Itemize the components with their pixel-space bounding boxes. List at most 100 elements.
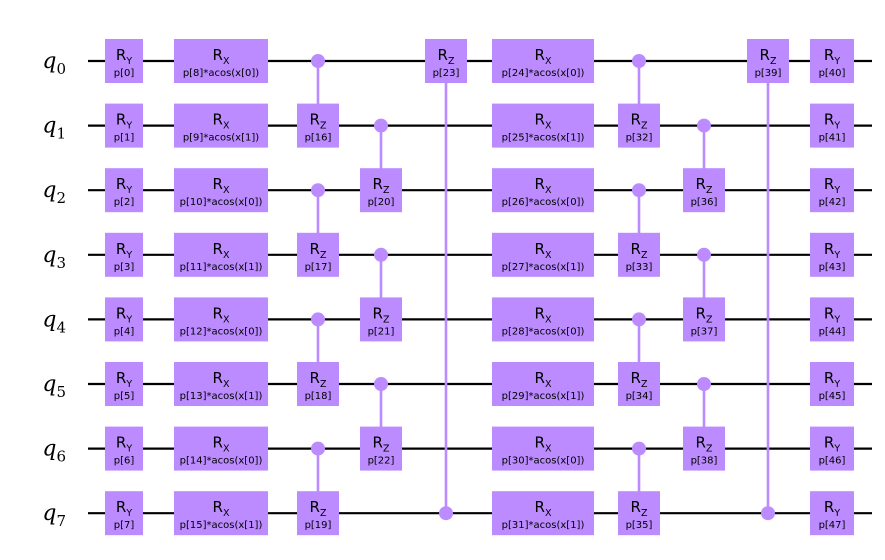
gate-box	[810, 168, 854, 213]
rx-gate-p-14-acos-x-0: RXp[14]*acos(x[0])	[174, 426, 268, 471]
gate-label: RX	[535, 46, 552, 67]
gate-subscript: X	[545, 379, 552, 390]
gate-subscript: X	[545, 121, 552, 132]
gate-subscript: X	[223, 379, 230, 390]
rx-gate-p-29-acos-x-1: RXp[29]*acos(x[1])	[492, 362, 594, 406]
ry-gate-p-6: RYp[6]	[105, 426, 143, 471]
gate-name: R	[760, 46, 770, 64]
rx-gate-p-11-acos-x-1: RXp[11]*acos(x[1])	[174, 232, 268, 277]
control-dot	[374, 377, 388, 391]
gate-name: R	[696, 434, 706, 452]
gate-subscript: Y	[125, 185, 132, 196]
gate-subscript: X	[545, 444, 552, 455]
rz-gate-p-21: RZp[21]	[360, 247, 402, 342]
control-dot	[697, 377, 711, 391]
rx-gate-p-9-acos-x-1: RXp[9]*acos(x[1])	[174, 103, 268, 148]
gate-label: RX	[213, 111, 230, 132]
gate-subscript: Z	[641, 379, 648, 390]
gate-name: R	[116, 175, 126, 193]
gate-name: R	[116, 240, 126, 258]
gate-label: RX	[213, 304, 230, 325]
control-dot	[632, 183, 646, 198]
gate-subscript: X	[545, 185, 552, 196]
gate-box	[105, 297, 143, 342]
gate-subscript: Y	[125, 314, 132, 325]
qubit-label-name: q	[42, 372, 56, 397]
gate-label: RZ	[631, 240, 648, 261]
gate-name: R	[310, 369, 320, 387]
gate-param: p[19]	[305, 520, 332, 531]
gate-name: R	[213, 369, 223, 387]
qubit-label-7: q7	[42, 501, 66, 530]
ry-gate-p-4: RYp[4]	[105, 297, 143, 342]
rx-gate-p-31-acos-x-1: RXp[31]*acos(x[1])	[492, 491, 594, 536]
gate-box	[105, 39, 143, 83]
gate-param: p[17]	[305, 262, 332, 273]
gate-name: R	[535, 304, 545, 322]
gate-name: R	[373, 175, 383, 193]
gate-subscript: Z	[383, 314, 390, 325]
gate-label: RY	[824, 240, 840, 261]
gate-subscript: Z	[320, 508, 327, 519]
gate-name: R	[213, 498, 223, 516]
gate-box	[492, 491, 594, 536]
qubit-label-name: q	[42, 49, 56, 74]
gate-box	[810, 103, 854, 148]
gate-box	[105, 103, 143, 148]
gate-box	[105, 362, 143, 406]
rx-gate-p-15-acos-x-1: RXp[15]*acos(x[1])	[174, 491, 268, 536]
gate-name: R	[116, 434, 126, 452]
gate-name: R	[116, 304, 126, 322]
ry-gate-p-46: RYp[46]	[810, 426, 854, 471]
gate-name: R	[310, 111, 320, 129]
gate-box	[297, 232, 339, 277]
gate-name: R	[631, 240, 641, 258]
gate-box	[360, 426, 402, 471]
gate-box	[810, 232, 854, 277]
gate-param: p[35]	[626, 520, 653, 531]
gate-param: p[16]	[305, 133, 332, 144]
gate-subscript: Z	[448, 56, 455, 67]
gate-subscript: Y	[833, 121, 840, 132]
gate-label: RZ	[373, 434, 390, 455]
gate-name: R	[213, 111, 223, 129]
gate-subscript: X	[223, 185, 230, 196]
gate-subscript: X	[223, 56, 230, 67]
gate-subscript: Y	[833, 314, 840, 325]
gate-box	[297, 103, 339, 148]
gate-box	[174, 297, 268, 342]
qubit-label-5: q5	[42, 372, 66, 401]
gate-box	[618, 103, 660, 148]
gate-param: p[22]	[368, 456, 395, 467]
gate-box	[297, 362, 339, 406]
gate-param: p[26]*acos(x[0])	[502, 197, 585, 208]
gate-label: RZ	[631, 369, 648, 390]
gate-subscript: Z	[641, 121, 648, 132]
rx-gate-p-27-acos-x-1: RXp[27]*acos(x[1])	[492, 232, 594, 277]
gate-name: R	[824, 175, 834, 193]
gate-param: p[11]*acos(x[1])	[180, 262, 263, 273]
gate-box	[492, 362, 594, 406]
gate-param: p[27]*acos(x[1])	[502, 262, 585, 273]
gate-box	[810, 39, 854, 83]
gate-name: R	[213, 46, 223, 64]
qubit-label-index: 5	[56, 383, 66, 401]
gate-subscript: Z	[320, 250, 327, 261]
gate-param: p[43]	[819, 262, 846, 273]
gate-subscript: X	[545, 250, 552, 261]
gate-label: RZ	[696, 434, 713, 455]
gate-name: R	[373, 304, 383, 322]
gate-label: RY	[116, 434, 132, 455]
gate-box	[360, 168, 402, 213]
gate-subscript: Y	[125, 444, 132, 455]
gate-subscript: Y	[833, 508, 840, 519]
gate-param: p[10]*acos(x[0])	[180, 197, 263, 208]
gate-param: p[7]	[114, 520, 135, 531]
gate-box	[492, 39, 594, 83]
gate-name: R	[631, 369, 641, 387]
gate-box	[683, 426, 725, 471]
qubit-label-4: q4	[42, 307, 66, 336]
gate-subscript: Z	[383, 444, 390, 455]
gate-subscript: Z	[320, 379, 327, 390]
